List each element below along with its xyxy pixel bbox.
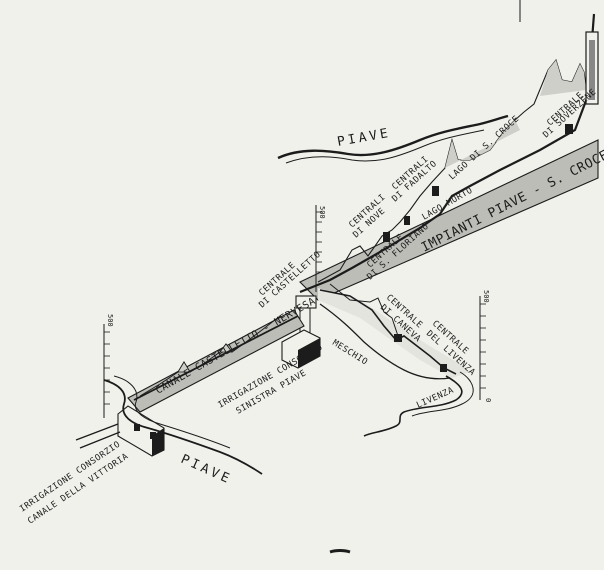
scale-middle-label: 500	[318, 206, 326, 219]
band-castelletto-livenza	[318, 288, 470, 378]
irrigazione-sx-box-shade	[298, 338, 320, 368]
station-soverzene	[565, 124, 573, 134]
river-piave-upper	[277, 114, 509, 160]
river-livenza-bank	[411, 371, 474, 417]
scale-right-bottom-label: 0	[484, 398, 492, 402]
river-meschio	[319, 303, 451, 380]
river-piave-lower-bank	[113, 375, 231, 449]
scale-middle-ticks	[316, 211, 322, 273]
scale-right-ticks	[480, 303, 486, 389]
label-irrigazione-vittoria-1: IRRIGAZIONE CONSORZIO	[18, 440, 122, 515]
station-nervesa-2	[150, 432, 156, 439]
station-s-floriano	[404, 216, 410, 225]
river-piave-lower	[103, 379, 263, 475]
river-livenza	[363, 375, 463, 437]
node-castelletto	[295, 295, 317, 309]
canale-line	[133, 315, 299, 401]
label-irrigazione-vittoria-2: CANALE DELLA VITTORIA	[26, 451, 131, 526]
station-fadalto	[432, 186, 439, 196]
vittoria-channel	[75, 423, 121, 449]
station-livenza	[440, 364, 447, 372]
shaft-upper-inner	[589, 40, 595, 100]
scale-left-ticks	[104, 331, 110, 405]
bottom-mark	[329, 549, 351, 554]
label-lago-s-croce: LAGO DI S. CROCE	[447, 114, 521, 182]
label-meschio: MESCHIO	[330, 338, 369, 368]
station-caneva	[394, 334, 402, 342]
scale-right-top-label: 500	[482, 290, 490, 303]
river-piave-upper-bank	[285, 129, 485, 164]
terrain-canale	[139, 315, 281, 397]
terrain-peaks-fill	[540, 60, 586, 96]
station-nove	[383, 232, 390, 242]
band-impianti-piave-s-croce	[299, 139, 599, 301]
terrain-caneva	[329, 283, 399, 337]
scale-left-label: 500	[106, 314, 114, 327]
terrain-upper-fill	[445, 120, 520, 168]
label-livenza: LIVENZA	[415, 385, 456, 410]
station-nervesa-1	[134, 424, 140, 431]
label-piave-upper: PIAVE	[336, 126, 392, 150]
label-piave-lower: PIAVE	[178, 452, 234, 488]
